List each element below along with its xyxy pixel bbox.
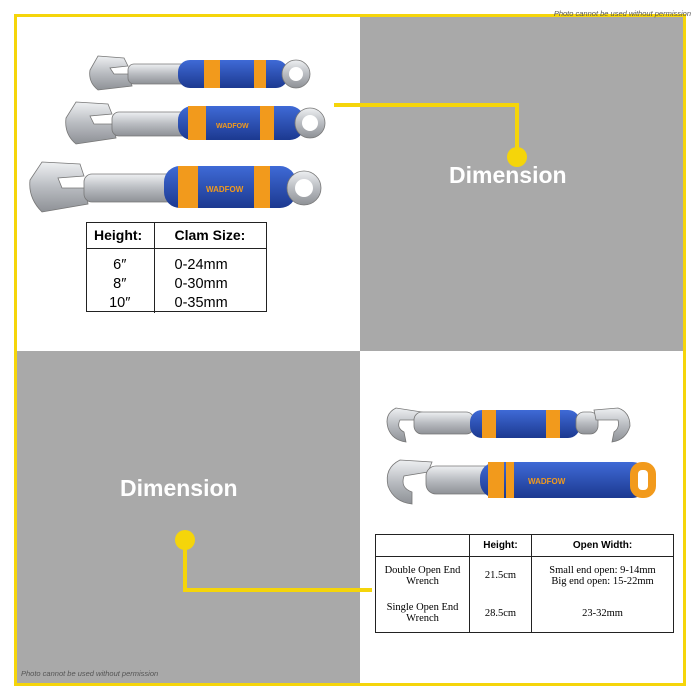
connector-bottom <box>183 540 372 592</box>
table-row: 8″ 0-30mm <box>86 275 267 294</box>
brand-logo-medium: WADFOW <box>216 123 249 130</box>
header-height: Height: <box>469 534 532 557</box>
cell-open-width: Small end open: 9-14mm Big end open: 15-… <box>532 557 674 595</box>
panel-bottom-left <box>17 351 360 683</box>
dimension-label-top: Dimension <box>449 162 567 188</box>
cell-height: 6″ <box>86 256 155 275</box>
cell-clam-size: 0-30mm <box>174 276 228 292</box>
watermark-bottom: Photo cannot be used without permission <box>21 669 159 678</box>
open-end-wrench-size-table: Height: Open Width: Double Open End Wren… <box>375 534 674 633</box>
panel-top-right <box>360 17 683 351</box>
double-open-end-wrench <box>386 407 631 443</box>
cell-wrench-name: Double Open End Wrench <box>375 556 470 595</box>
image-frame <box>14 14 686 686</box>
table-row: Double Open End Wrench 21.5cm Small end … <box>375 556 674 595</box>
open-end-wrenches-photo: WADFOW <box>386 407 656 505</box>
header-height: Height: <box>86 222 155 249</box>
header-open-width: Open Width: <box>531 534 674 557</box>
table-row: 6″ 0-24mm <box>86 256 267 275</box>
adjustable-wrenches-photo: WADFOW WADFOW <box>29 55 326 213</box>
cell-height: 10″ <box>86 294 155 313</box>
cell-height: 21.5cm <box>469 556 532 595</box>
wrench-small <box>89 55 311 91</box>
single-open-end-wrench: WADFOW <box>386 459 656 505</box>
brand-logo-open-end: WADFOW <box>528 477 566 486</box>
connector-top <box>334 103 519 156</box>
watermark-top: Photo cannot be used without permission <box>553 9 691 18</box>
cell-height: 8″ <box>86 275 155 294</box>
wrench-medium: WADFOW <box>65 101 326 145</box>
open-width-line: Big end open: 15-22mm <box>551 575 654 587</box>
cell-clam-size: 0-35mm <box>174 295 228 311</box>
connector-bottom-dot <box>175 530 195 550</box>
open-width-line: Small end open: 9-14mm <box>549 564 656 576</box>
cell-clam-size: 0-24mm <box>174 257 228 273</box>
wrench-large: WADFOW <box>29 161 322 213</box>
brand-logo-large: WADFOW <box>206 185 244 194</box>
table-row: 10″ 0-35mm <box>86 294 267 313</box>
cell-height: 28.5cm <box>469 594 532 633</box>
table-row <box>86 248 267 256</box>
table-header-row: Height: Open Width: <box>375 534 674 557</box>
table-row: Single Open End Wrench 28.5cm 23-32mm <box>375 594 674 633</box>
header-clam-size: Clam Size: <box>154 222 267 249</box>
table-header-row: Height: Clam Size: <box>86 222 267 249</box>
adjustable-wrench-size-table: Height: Clam Size: 6″ 0-24mm 8″ 0-30mm 1… <box>86 222 267 313</box>
open-width-line: 23-32mm <box>582 607 623 619</box>
header-blank <box>375 534 470 557</box>
connector-top-dot <box>507 147 527 167</box>
dimension-label-bottom: Dimension <box>120 475 238 501</box>
cell-wrench-name: Single Open End Wrench <box>375 594 470 633</box>
cell-open-width: 23-32mm <box>532 595 674 633</box>
